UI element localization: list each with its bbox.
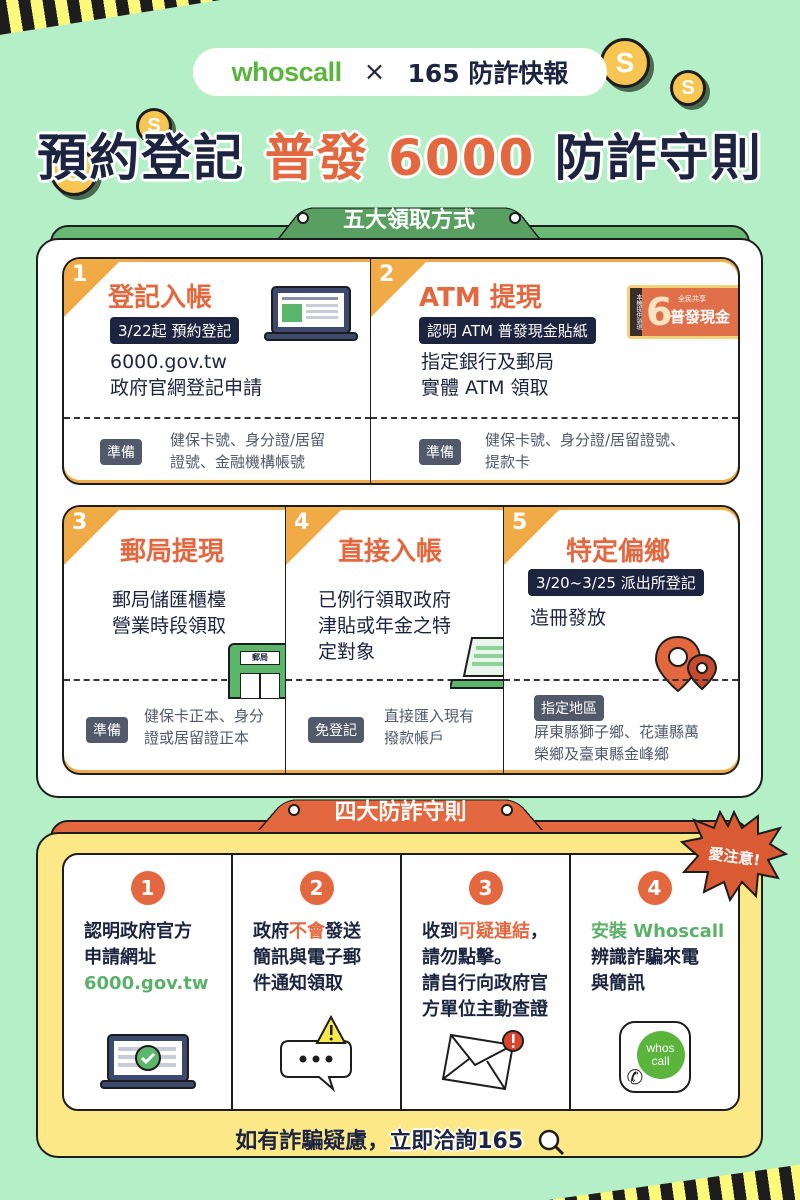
hazard-stripes-top [0, 0, 589, 39]
chat-warning-icon [279, 1014, 352, 1093]
rule-number: 2 [299, 871, 334, 905]
card-title: 直接入帳 [338, 537, 443, 567]
method-card-direct-deposit: 4 直接入帳 已例行領取政府 津貼或年金之特 定對象 免登記 直接匯入現有 撥款… [285, 505, 505, 775]
rules-grid: 1 認明政府官方 申請網址 6000.gov.tw 2 政府不會發送 簡訊與電子… [62, 853, 740, 1111]
card-body: 郵局儲匯櫃檯 營業時段領取 [112, 589, 227, 637]
laptop-icon [264, 286, 358, 341]
date-badge: 3/22起 預約登記 [110, 317, 240, 344]
coin-icon: S [600, 38, 650, 88]
prep-text: 健保卡號、身分證/居留 證號、金融機構帳號 [170, 431, 326, 471]
collab-separator: × [363, 57, 386, 87]
whoscall-app-icon: whos call ✆ [618, 1021, 691, 1093]
rule-number: 1 [130, 871, 165, 905]
attention-burst: 愛注意! [680, 810, 788, 902]
coin-icon: S [50, 148, 98, 196]
method-card-remote-village: 5 特定偏鄉 3/20~3/25 派出所登記 造冊發放 指定地區 屏東縣獅子鄉、… [503, 505, 740, 775]
card-body: 造冊發放 [530, 607, 607, 629]
partner-name: 165 防詐快報 [407, 59, 569, 88]
tab-dot [509, 212, 521, 224]
rule-number: 3 [468, 871, 503, 905]
rule-card-1: 1 認明政府官方 申請網址 6000.gov.tw [64, 855, 233, 1109]
date-badge: 3/20~3/25 派出所登記 [528, 569, 704, 596]
method-card-register: 1 登記入帳 3/22起 預約登記 6000.gov.tw 政府官網登記申請 準… [62, 257, 372, 485]
prep-text: 屏東縣獅子鄉、花蓮縣萬 榮鄉及臺東縣金峰鄉 [534, 723, 700, 763]
designated-area-badge: 指定地區 [534, 695, 604, 721]
tab-dot [500, 804, 513, 816]
method-card-atm: 2 ATM 提現 認明 ATM 普發現金貼紙 指定銀行及郵局 實體 ATM 領取… [370, 257, 740, 485]
prep-badge: 準備 [100, 439, 142, 465]
card-title: 特定偏鄉 [566, 537, 671, 567]
rule-card-4: 4 安裝 Whoscall 辨識詐騙來電 與簡訊 whos call ✆ [571, 855, 738, 1109]
whoscall-logo: whoscall [231, 56, 343, 87]
card-title: ATM 提現 [419, 283, 542, 313]
coin-icon: S [136, 108, 172, 144]
coin-icon: S [670, 70, 706, 106]
prep-text: 健保卡號、身分證/居留證號、 提款卡 [485, 431, 686, 471]
card-title: 郵局提現 [120, 537, 225, 567]
section1-tab: 五大領取方式 [278, 198, 540, 238]
card-body: 指定銀行及郵局 實體 ATM 領取 [421, 351, 555, 399]
prep-text: 健保卡正本、身分 證或居留證正本 [144, 707, 265, 747]
hazard-stripes-bottom [113, 1160, 800, 1200]
prep-badge: 準備 [86, 717, 128, 743]
atm-sticker: 本機提供領現 6 全民共享 普發現金 [627, 285, 738, 339]
tab-dot [288, 804, 301, 816]
tab-dot [296, 212, 309, 224]
method-card-post-office: 3 郵局提現 郵局儲匯櫃檯 營業時段領取 郵局 準備 健保卡正本、身分 證或居留… [62, 505, 287, 775]
card-title: 登記入帳 [108, 283, 213, 313]
prep-text: 直接匯入現有 撥款帳戶 [384, 707, 475, 747]
rule-card-3: 3 收到可疑連結， 請勿點擊。 請自行向政府官 方單位主動查證 [402, 855, 571, 1109]
section2-tab: 四大防詐守則 [258, 790, 543, 830]
mail-alert-icon [441, 1030, 524, 1091]
no-registration-badge: 免登記 [308, 717, 364, 743]
card-body: 6000.gov.tw 政府官網登記申請 [110, 351, 263, 399]
phone-icon: ✆ [626, 1065, 644, 1089]
card-body: 已例行領取政府 津貼或年金之特 定對象 [318, 589, 452, 663]
laptop-verified-icon [99, 1034, 196, 1089]
map-pin-icon [654, 635, 718, 693]
post-office-icon: 郵局 [228, 643, 286, 699]
page-title: 預約登記 普發 6000 防詐守則 [37, 129, 763, 187]
prep-badge: 準備 [419, 439, 461, 465]
official-url: 6000.gov.tw [84, 973, 209, 994]
sticker-badge: 認明 ATM 普發現金貼紙 [419, 317, 596, 344]
rule-number: 4 [637, 871, 672, 905]
footer-hotline: 如有詐騙疑慮，立即洽詢165 [0, 1123, 800, 1156]
search-icon [538, 1129, 564, 1156]
rule-card-2: 2 政府不會發送 簡訊與電子郵 件通知領取 [233, 855, 402, 1109]
brand-header: whoscall × 165 防詐快報 [193, 48, 607, 96]
